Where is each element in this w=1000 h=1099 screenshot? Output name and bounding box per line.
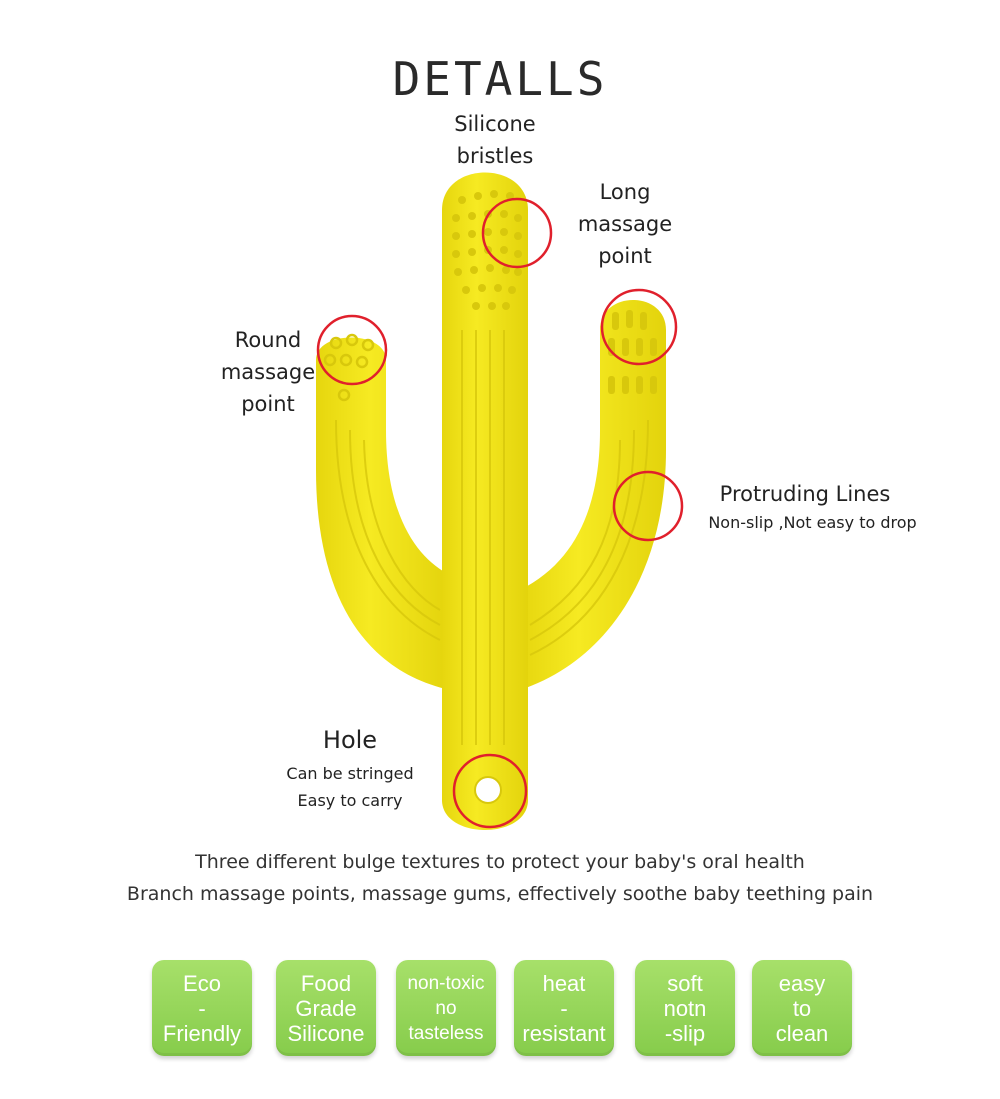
- callout-bristles: Silicone bristles: [454, 112, 536, 168]
- badge-food-grade-silicone: Food Grade Silicone: [276, 960, 376, 1056]
- callout-protruding-lines-sub: Non-slip ,Not easy to drop: [708, 513, 917, 532]
- callout-circles: [316, 197, 684, 829]
- tagline-1: Three different bulge textures to protec…: [195, 851, 805, 873]
- callout-circle-lines: [612, 470, 684, 542]
- tagline-2: Branch massage points, massage gums, eff…: [126, 883, 874, 905]
- callout-circle-hole: [452, 753, 528, 829]
- badge-heat-resistant: heat - resistant: [514, 960, 614, 1056]
- badge-easy-to-clean: easy to clean: [752, 960, 852, 1056]
- badge-eco-friendly: Eco - Friendly: [152, 960, 252, 1056]
- cactus-body: [316, 172, 666, 830]
- badge-soft-non-slip: soft notn -slip: [635, 960, 735, 1056]
- callout-hole-sub: Can be stringed Easy to carry: [286, 764, 414, 810]
- callout-round-massage-point: Round massage point: [220, 328, 316, 416]
- badge-non-toxic: non-toxic no tasteless: [396, 960, 496, 1056]
- callout-circle-round-point: [316, 314, 388, 386]
- callout-hole-title: Hole: [322, 726, 378, 754]
- page-title: DETALLS: [392, 52, 608, 106]
- callout-circle-long-point: [600, 288, 678, 366]
- callout-long-massage-point: Long massage point: [577, 180, 673, 268]
- callout-circle-bristles: [481, 197, 553, 269]
- callout-protruding-lines-title: Protruding Lines: [719, 482, 891, 506]
